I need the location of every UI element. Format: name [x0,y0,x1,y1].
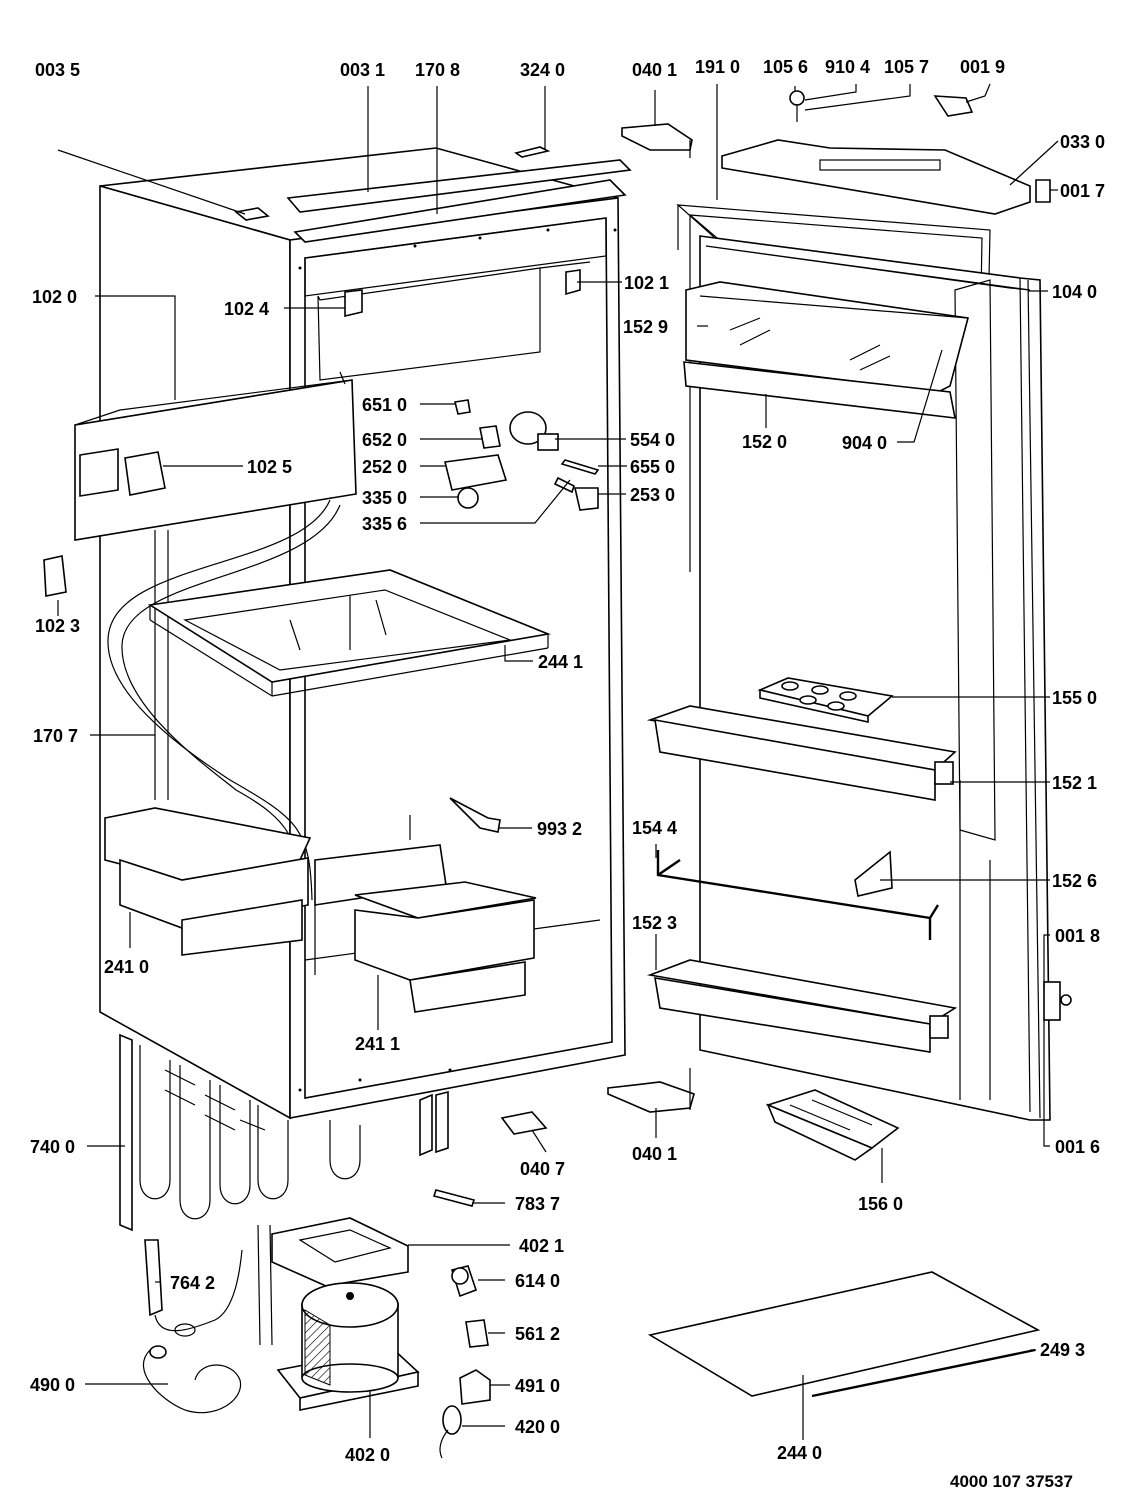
label-3240: 324 0 [520,60,565,80]
label-0330: 033 0 [1060,132,1105,152]
label-2441: 244 1 [538,652,583,672]
label-2520: 252 0 [362,457,407,477]
part-labels: 003 5 003 1 170 8 324 0 040 1 191 0 105 … [30,57,1105,1491]
label-4900: 490 0 [30,1375,75,1395]
label-4021: 402 1 [519,1236,564,1256]
label-3356: 335 6 [362,514,407,534]
glass-shelf [147,569,551,697]
label-0401-top: 040 1 [632,60,677,80]
front-cover-panel [74,371,357,541]
glass-plate [647,1271,1041,1398]
document-number: 4000 107 37537 [950,1472,1073,1491]
label-1024: 102 4 [224,299,269,319]
label-2440: 244 0 [777,1443,822,1463]
label-9104: 910 4 [825,57,870,77]
door-shelf-upper [646,705,957,801]
label-7400: 740 0 [30,1137,75,1157]
crisper-drawer-right [314,844,537,1013]
label-6510: 651 0 [362,395,407,415]
compressor-mount [257,1217,409,1346]
ice-tray [765,1089,900,1161]
label-1040: 104 0 [1052,282,1097,302]
label-1023: 102 3 [35,616,80,636]
compressor [276,1282,420,1411]
condenser [119,1033,449,1232]
thermostat-parts [444,399,600,511]
label-1708: 170 8 [415,60,460,80]
label-1025: 102 5 [247,457,292,477]
label-6550: 655 0 [630,457,675,477]
hinge-bottom [607,1068,695,1113]
label-1056: 105 6 [763,57,808,77]
label-1520: 152 0 [742,432,787,452]
hinge-top [621,123,693,158]
label-1529: 152 9 [623,317,668,337]
label-1521: 152 1 [1052,773,1097,793]
label-1021: 102 1 [624,273,669,293]
label-7642: 764 2 [170,1273,215,1293]
label-6520: 652 0 [362,430,407,450]
label-5612: 561 2 [515,1324,560,1344]
label-2410: 241 0 [104,957,149,977]
label-0031: 003 1 [340,60,385,80]
power-cord [142,1239,243,1414]
egg-tray [757,677,894,723]
label-3350: 335 0 [362,488,407,508]
top-hinge-plate [721,90,1051,215]
door [699,235,1051,1121]
label-1910: 191 0 [695,57,740,77]
electrical-parts [432,1111,548,1459]
label-2493: 249 3 [1040,1340,1085,1360]
bottle-divider [854,850,893,897]
label-1020: 102 0 [32,287,77,307]
label-2411: 241 1 [355,1034,400,1054]
label-0407: 040 7 [520,1159,565,1179]
label-2530: 253 0 [630,485,675,505]
label-0016: 001 6 [1055,1137,1100,1157]
label-1526: 152 6 [1052,871,1097,891]
label-0018: 001 8 [1055,926,1100,946]
label-4020: 402 0 [345,1445,390,1465]
sensor-probe [449,797,501,833]
label-6140: 614 0 [515,1271,560,1291]
label-4910: 491 0 [515,1376,560,1396]
bottle-rail [656,850,940,940]
door-shelf-lower [646,959,958,1053]
cable-harness [107,499,341,901]
hinge-bracket-left [43,555,67,597]
label-0401-bottom: 040 1 [632,1144,677,1164]
crisper-drawer-left [104,807,312,956]
label-0019: 001 9 [960,57,1005,77]
label-5540: 554 0 [630,430,675,450]
label-1544: 154 4 [632,818,677,838]
top-trim-strips [234,146,632,243]
label-0017: 001 7 [1060,181,1105,201]
label-1707: 170 7 [33,726,78,746]
label-1523: 152 3 [632,913,677,933]
label-4200: 420 0 [515,1417,560,1437]
label-7837: 783 7 [515,1194,560,1214]
dairy-compartment [683,281,970,419]
label-9932: 993 2 [537,819,582,839]
label-1550: 155 0 [1052,688,1097,708]
leader-lines [57,83,1059,1440]
side-hinge [1043,981,1072,1021]
label-9040: 904 0 [842,433,887,453]
label-0035: 003 5 [35,60,80,80]
label-1057: 105 7 [884,57,929,77]
label-1560: 156 0 [858,1194,903,1214]
